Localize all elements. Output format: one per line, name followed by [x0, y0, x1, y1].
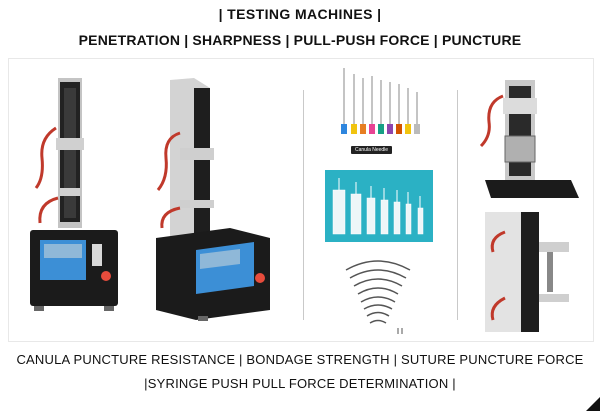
divider-left	[303, 90, 304, 320]
corner-decoration	[586, 397, 600, 411]
testing-machine-closeup-image	[485, 212, 569, 332]
suture-needles-image	[345, 260, 411, 334]
canula-needle-label: Canula Needle	[351, 146, 393, 154]
testing-machine-front-image	[30, 78, 118, 311]
canula-needles-image	[341, 68, 420, 134]
testing-machine-fixture-image	[479, 80, 579, 198]
header-title: | TESTING MACHINES |	[218, 6, 382, 22]
footer-applications-line2: |SYRINGE PUSH PULL FORCE DETERMINATION |	[144, 376, 456, 391]
syringes-image	[325, 170, 433, 242]
divider-right	[457, 90, 458, 320]
testing-machine-angled-image	[156, 78, 270, 321]
header-subtitle: PENETRATION | SHARPNESS | PULL-PUSH FORC…	[78, 32, 522, 48]
footer-applications-line1: CANULA PUNCTURE RESISTANCE | BONDAGE STR…	[16, 352, 584, 367]
